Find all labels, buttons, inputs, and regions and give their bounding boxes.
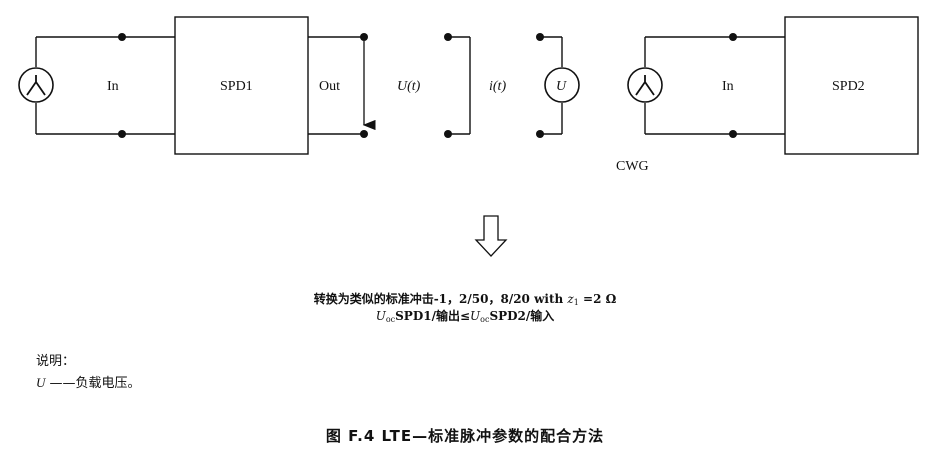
label-u-t: U(t) bbox=[397, 79, 421, 94]
label-in-right: In bbox=[722, 79, 734, 94]
voltage-source-icon bbox=[544, 67, 580, 103]
label-cwg: CWG bbox=[616, 159, 649, 174]
right-source-circuit bbox=[644, 36, 785, 135]
figure-caption: 图 F.4 LTE—标准脉冲参数的配合方法 bbox=[325, 427, 605, 445]
terminal-dot bbox=[729, 33, 737, 41]
spd1-box bbox=[174, 16, 309, 155]
terminal-dot bbox=[360, 130, 368, 138]
load-bracket bbox=[448, 36, 471, 135]
terminal-dot bbox=[118, 33, 126, 41]
label-out: Out bbox=[319, 79, 340, 94]
surge-source-icon-right bbox=[627, 67, 663, 103]
legend-title: 说明： bbox=[36, 354, 76, 369]
down-arrow-icon bbox=[474, 215, 508, 257]
terminal-dot bbox=[536, 130, 544, 138]
terminal-dot bbox=[118, 130, 126, 138]
conversion-line-2: UocSPD1/输出≤UocSPD2/输入 bbox=[375, 309, 555, 324]
output-lines bbox=[308, 36, 364, 135]
label-spd2: SPD2 bbox=[832, 79, 865, 94]
label-u-source: U bbox=[556, 79, 567, 94]
label-in-left: In bbox=[107, 79, 119, 94]
left-source-circuit bbox=[35, 36, 175, 135]
legend-item: U ——负载电压。 bbox=[36, 375, 141, 391]
label-i-t: i(t) bbox=[489, 79, 506, 94]
label-spd1: SPD1 bbox=[220, 79, 253, 94]
terminal-dot bbox=[729, 130, 737, 138]
conversion-line-1: 转换为类似的标准冲击-1，2/50，8/20 with z1 =2 Ω bbox=[313, 292, 617, 307]
surge-source-icon-left bbox=[18, 67, 54, 103]
terminal-dot bbox=[360, 33, 368, 41]
terminal-dot bbox=[536, 33, 544, 41]
terminal-dot bbox=[444, 130, 452, 138]
spd2-box bbox=[784, 16, 919, 155]
terminal-dot bbox=[444, 33, 452, 41]
